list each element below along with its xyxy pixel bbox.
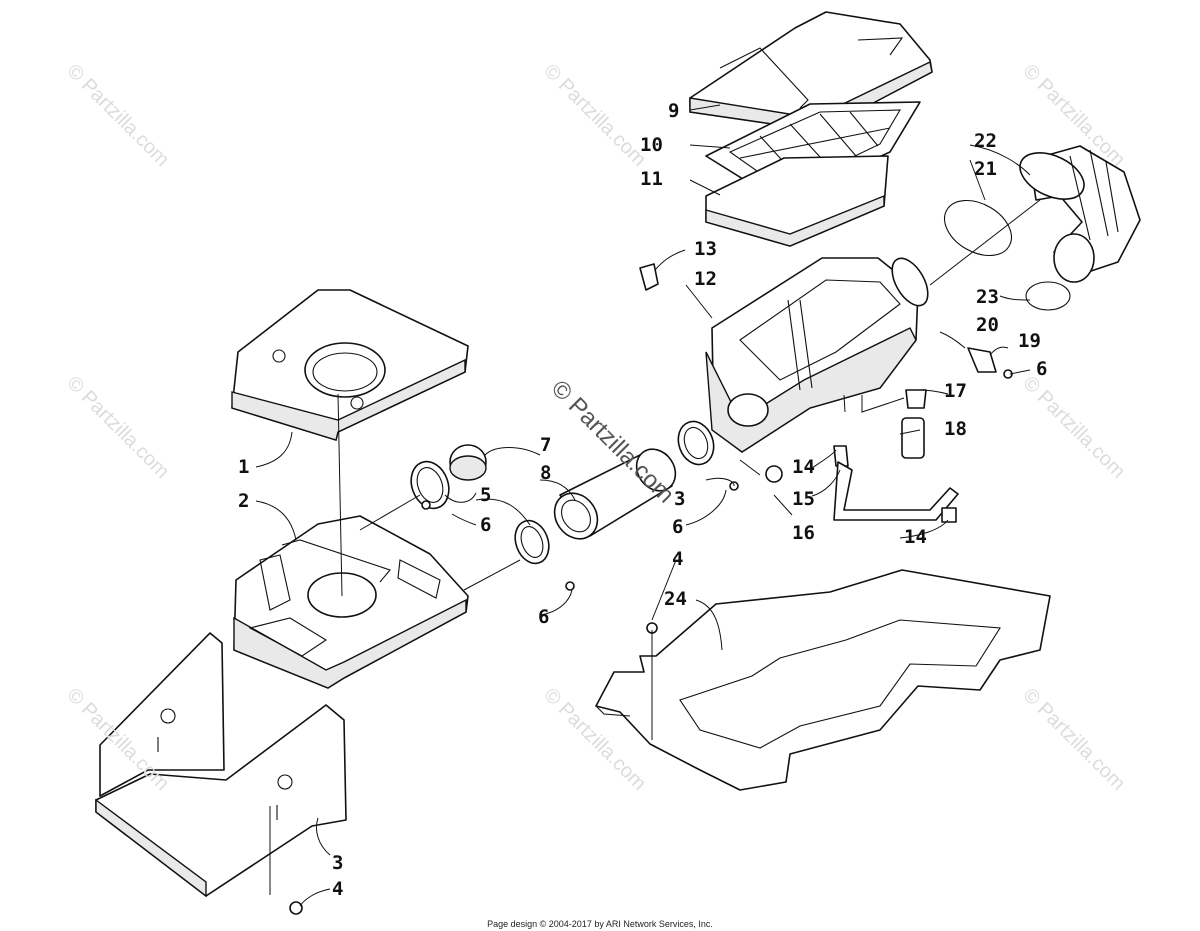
floor-gasket	[595, 569, 1051, 791]
callout-23[interactable]: 23	[976, 286, 999, 308]
callout-9[interactable]: 9	[668, 100, 680, 122]
callout-17[interactable]: 17	[944, 380, 967, 402]
callout-6-center[interactable]: 6	[538, 606, 550, 628]
callout-14-upper[interactable]: 14	[792, 456, 815, 478]
intake-plate	[231, 289, 469, 441]
left-clamps	[410, 444, 550, 565]
airbox-base	[233, 515, 469, 689]
intake-boot	[944, 145, 1141, 311]
callout-14-lower[interactable]: 14	[904, 526, 927, 548]
callout-15[interactable]: 15	[792, 488, 815, 510]
right-clamp	[677, 420, 715, 466]
callout-6-tube[interactable]: 6	[672, 516, 684, 538]
callout-4-gasket[interactable]: 4	[672, 548, 684, 570]
callout-21[interactable]: 21	[974, 158, 997, 180]
callout-6-right[interactable]: 6	[1036, 358, 1048, 380]
callout-16[interactable]: 16	[792, 522, 815, 544]
callout-4-bottom[interactable]: 4	[332, 878, 344, 900]
callout-19[interactable]: 19	[1018, 330, 1041, 352]
callout-13[interactable]: 13	[694, 238, 717, 260]
callout-20[interactable]: 20	[976, 314, 999, 336]
filter-element	[705, 155, 889, 247]
callout-18[interactable]: 18	[944, 418, 967, 440]
callout-1[interactable]: 1	[238, 456, 250, 478]
heat-shield	[95, 632, 347, 898]
intake-tube	[553, 448, 677, 540]
callout-6-left[interactable]: 6	[480, 514, 492, 536]
callout-7[interactable]: 7	[540, 434, 552, 456]
callout-2[interactable]: 2	[238, 490, 250, 512]
airbox-lid	[689, 11, 933, 133]
callout-8[interactable]: 8	[540, 462, 552, 484]
callout-5[interactable]: 5	[480, 484, 492, 506]
airbox-housing	[705, 257, 929, 453]
callout-10[interactable]: 10	[640, 134, 663, 156]
callout-3-tube[interactable]: 3	[674, 488, 686, 510]
hardware-fittings	[289, 263, 1013, 915]
callout-24[interactable]: 24	[664, 588, 687, 610]
callout-12[interactable]: 12	[694, 268, 717, 290]
callout-11[interactable]: 11	[640, 168, 663, 190]
callout-3[interactable]: 3	[332, 852, 344, 874]
page-footer: Page design © 2004-2017 by ARI Network S…	[487, 919, 713, 929]
callout-22[interactable]: 22	[974, 130, 997, 152]
leader-lines	[255, 104, 1041, 907]
